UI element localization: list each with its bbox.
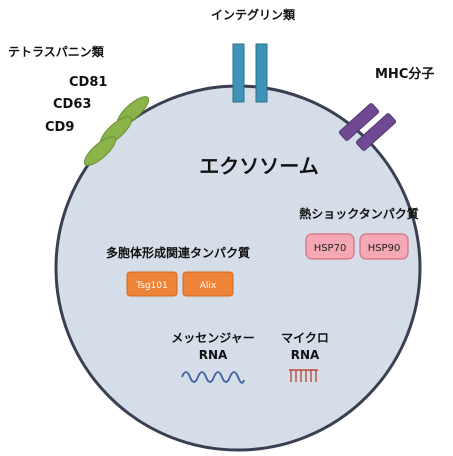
mrna-label-line1: メッセンジャー <box>171 331 254 345</box>
tetraspanin-label: テトラスパニン類 <box>8 44 105 59</box>
cd9-molecule <box>83 136 117 166</box>
mirna-label-line2: RNA <box>291 348 320 362</box>
integrin-molecule <box>232 43 268 103</box>
hsp90-box <box>359 233 409 260</box>
integrin-label: インテグリン類 <box>211 7 296 22</box>
exosome-title: エクソソーム <box>199 154 318 178</box>
mirna-label-line1: マイクロ <box>281 331 329 345</box>
mhc-label: MHC分子 <box>375 66 434 82</box>
hsp70-label: HSP70 <box>314 243 347 254</box>
hsp90-label: HSP90 <box>368 243 401 254</box>
alix-box <box>182 271 234 297</box>
hsp70-box <box>305 233 355 260</box>
cd9-label: CD9 <box>45 120 74 135</box>
tsg101-box <box>126 271 178 297</box>
mrna-wave-icon <box>181 371 245 384</box>
tetraspanin-molecules <box>83 96 150 166</box>
mvb-group-label: 多胞体形成関連タンパク質 <box>106 245 250 260</box>
cd81-label: CD81 <box>69 75 107 90</box>
tsg101-label: Tsg101 <box>135 281 168 291</box>
mirna-comb-icon <box>289 369 318 382</box>
mrna-label-line2: RNA <box>199 348 228 362</box>
alix-label: Alix <box>200 281 217 291</box>
cd63-label: CD63 <box>53 97 91 112</box>
mhc-molecule <box>338 103 397 151</box>
hsp-group-label: 熱ショックタンパク質 <box>299 206 419 221</box>
